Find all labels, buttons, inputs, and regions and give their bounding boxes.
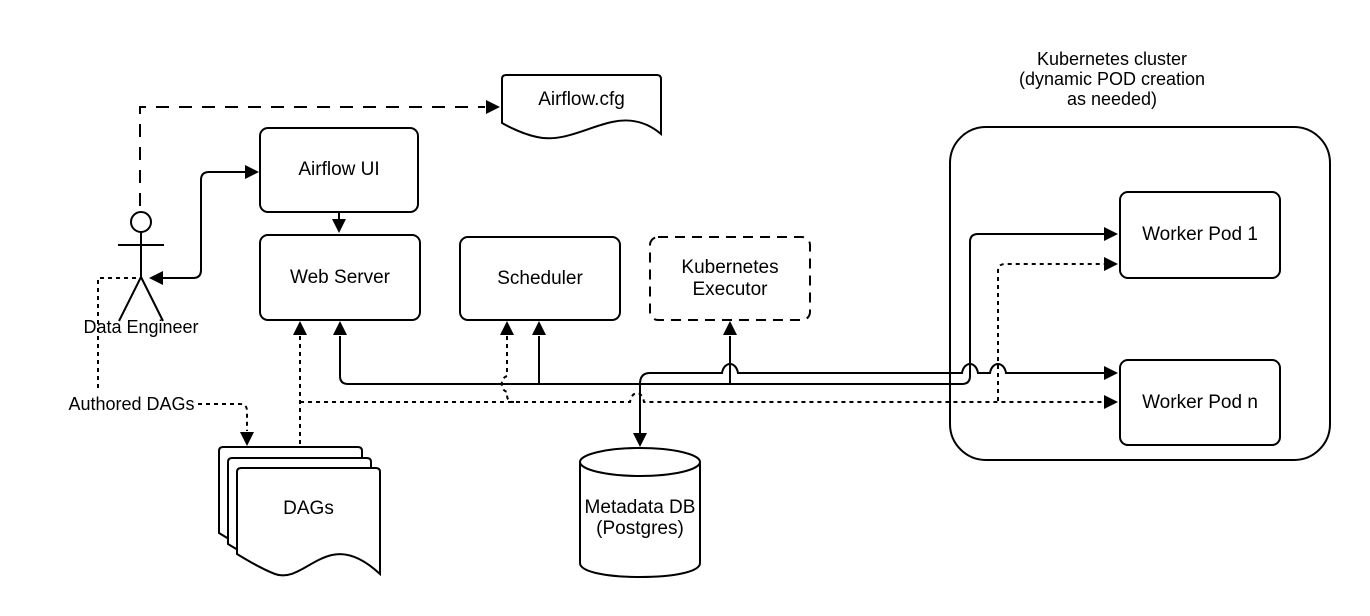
worker-pod-n-box bbox=[1119, 359, 1281, 446]
ui-engineer-arrowhead bbox=[149, 271, 163, 285]
dags-scheduler-edge bbox=[500, 336, 515, 403]
web-server-box bbox=[259, 234, 421, 321]
dags-doc-front bbox=[236, 467, 381, 577]
dags-webserver-arrowhead bbox=[293, 321, 307, 335]
engineer-dags-edge-a bbox=[97, 277, 136, 391]
dags-pod1-edge bbox=[997, 263, 1104, 401]
engineer-cfg-edge bbox=[139, 106, 485, 206]
bus-podn-arrowhead bbox=[1104, 366, 1118, 380]
dags-pod1-arrowhead bbox=[1104, 257, 1118, 271]
dags-scheduler-arrowhead bbox=[500, 321, 514, 335]
dags-podn-arrowhead bbox=[1104, 395, 1118, 409]
bus-podn-edge bbox=[639, 363, 1104, 385]
ui-webserver-arrowhead bbox=[332, 219, 346, 233]
bus-webserver-pod1-edge bbox=[339, 233, 1104, 385]
kubernetes-executor-box bbox=[649, 236, 811, 321]
actor-right-leg bbox=[140, 276, 164, 322]
engineer-cfg-arrowhead bbox=[486, 100, 500, 114]
engineer-dags-edge-b bbox=[198, 403, 248, 431]
scheduler-box bbox=[459, 236, 621, 321]
worker-pod-1-box bbox=[1119, 191, 1281, 279]
airflow-ui-box bbox=[259, 127, 419, 213]
metadata-db-cylinder-body bbox=[579, 462, 701, 579]
engineer-dags-arrowhead bbox=[240, 432, 254, 446]
bus-pod1-arrowhead bbox=[1104, 227, 1118, 241]
metadata-db-cylinder-top bbox=[579, 447, 701, 477]
engineer-ui-arrowhead bbox=[245, 165, 259, 179]
dags-podn-edge bbox=[300, 392, 1104, 403]
data-engineer-figure bbox=[118, 211, 164, 322]
engineer-ui-edge bbox=[163, 171, 245, 279]
airflow-cfg-doc bbox=[501, 74, 662, 140]
bus-metadatadb-arrowhead bbox=[633, 433, 647, 447]
actor-left-leg bbox=[118, 276, 142, 322]
bus-webserver-arrowhead bbox=[333, 321, 347, 335]
bus-executor-arrowhead bbox=[723, 321, 737, 335]
actor-head bbox=[130, 211, 152, 233]
bus-scheduler-arrowhead bbox=[532, 321, 546, 335]
